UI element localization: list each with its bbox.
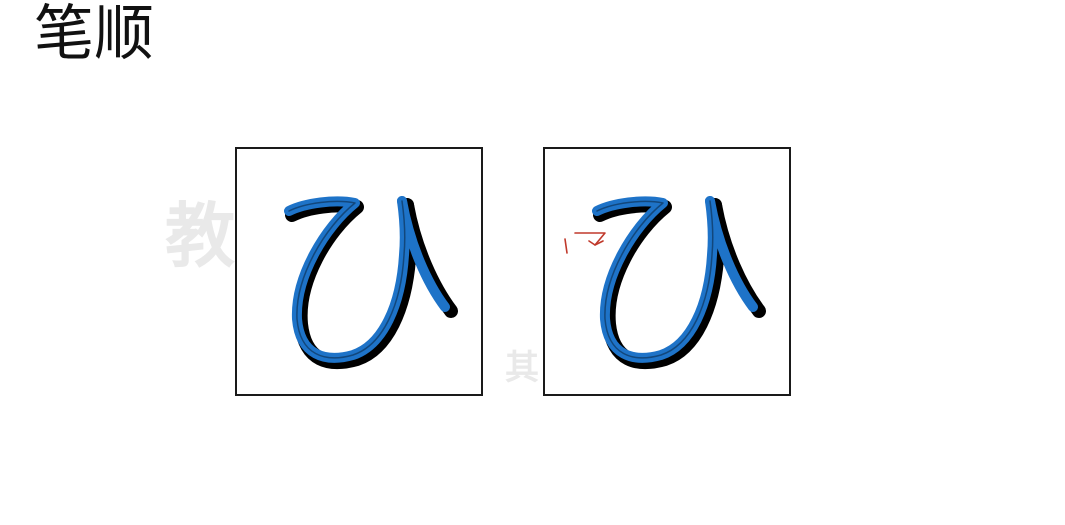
page-title: 笔顺 [34, 0, 154, 69]
stroke-order-panel-1 [235, 147, 483, 396]
stroke-start-arrow-icon [564, 232, 606, 254]
stroke-order-panel-2 [543, 147, 791, 396]
hiragana-hi-glyph-1 [284, 196, 458, 369]
hiragana-hi-glyph-2 [564, 196, 766, 369]
